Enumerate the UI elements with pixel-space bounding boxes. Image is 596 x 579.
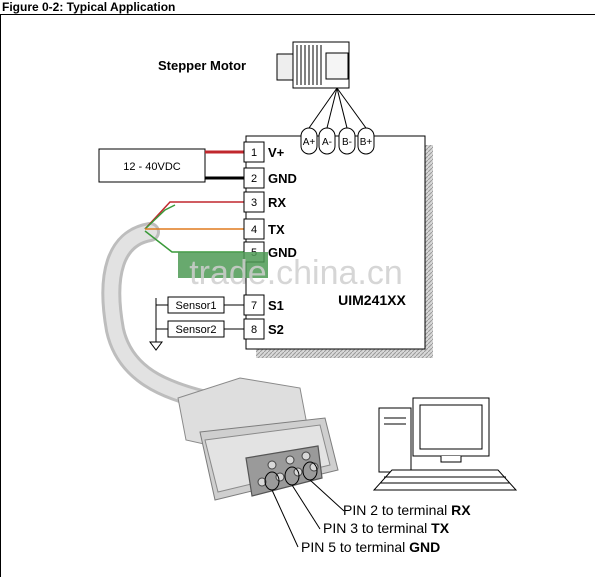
controller-box (245, 135, 426, 350)
terminal-8: 8 S2 (243, 318, 284, 340)
watermark-text: trade.china.cn (189, 254, 403, 292)
computer-icon (372, 397, 518, 491)
terminal-name: TX (268, 222, 285, 237)
motor-leads (308, 87, 367, 129)
terminal-7: 7 S1 (243, 294, 284, 316)
pin5-text: PIN 5 to terminal (301, 539, 409, 555)
terminal-pin-number: 2 (251, 173, 257, 185)
pin5-callout: PIN 5 to terminal GND (301, 539, 440, 555)
phase-label-2: A- (322, 137, 332, 148)
rx-wire (144, 201, 244, 230)
terminal-pin-number: 1 (251, 147, 257, 159)
terminal-pin-number: 4 (251, 224, 257, 236)
terminal-name: S1 (268, 298, 284, 313)
terminal-pin-number: 7 (251, 300, 257, 312)
terminal-pin-number: 3 (251, 197, 257, 209)
stepper-motor-icon (276, 41, 350, 89)
figure-title: Figure 0-2: Typical Application (2, 0, 176, 14)
pin5-terminal: GND (409, 539, 440, 555)
terminal-name: V+ (268, 145, 285, 160)
phase-connector-3: B- (338, 127, 356, 155)
sensor1-label: Sensor1 (176, 300, 217, 312)
figure-frame (0, 14, 595, 577)
terminal-name: GND (268, 245, 297, 260)
phase-connector-2: A- (318, 127, 336, 155)
motor-label: Stepper Motor (158, 58, 246, 73)
terminal-pin-number: 8 (251, 324, 257, 336)
terminal-2: 2 GND (243, 167, 297, 189)
power-supply-label: 12 - 40VDC (123, 161, 181, 173)
phase-connector-1: A+ (300, 127, 318, 155)
controller-model: UIM241XX (338, 292, 406, 308)
terminal-name: GND (268, 171, 297, 186)
pin2-callout: PIN 2 to terminal RX (343, 502, 471, 518)
sensor-wiring (155, 298, 244, 342)
power-supply-box (98, 148, 206, 183)
terminal-name: RX (268, 195, 286, 210)
ground-symbol-icon (149, 341, 163, 351)
pin3-callout: PIN 3 to terminal TX (323, 520, 450, 536)
pin2-text: PIN 2 to terminal (343, 502, 451, 518)
pin-callout-lines (264, 461, 345, 548)
pin3-terminal: TX (431, 520, 450, 536)
terminal-4: 4 TX (243, 218, 285, 240)
db9-connector-icon (177, 377, 339, 501)
phase-connector-4: B+ (357, 127, 375, 155)
sensor2-label: Sensor2 (176, 324, 217, 336)
pin2-terminal: RX (451, 502, 471, 518)
watermark-bar (178, 252, 268, 278)
pin3-text: PIN 3 to terminal (323, 520, 431, 536)
terminal-3: 3 RX (243, 191, 286, 213)
phase-label-4: B+ (360, 137, 373, 148)
terminal-1: 1 V+ (243, 141, 285, 163)
terminal-name: S2 (268, 322, 284, 337)
gnd-wire (144, 230, 244, 253)
phase-label-1: A+ (303, 137, 316, 148)
phase-label-3: B- (342, 137, 352, 148)
